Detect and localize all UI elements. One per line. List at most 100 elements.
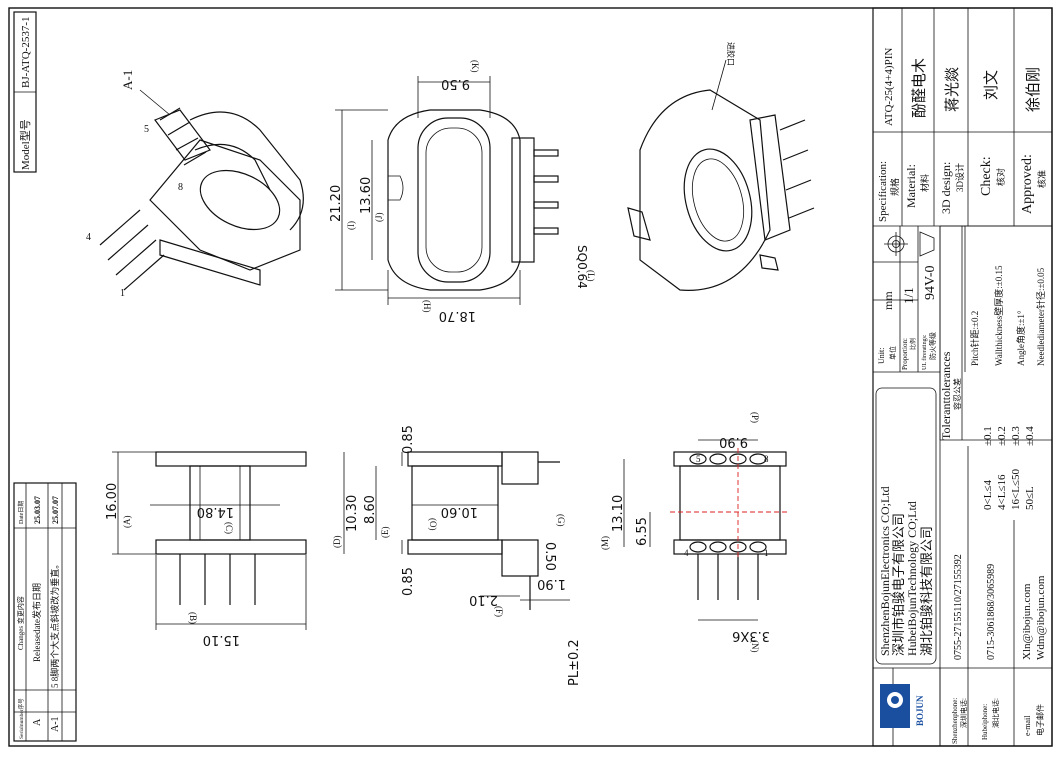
dim-085-top: 0.85 — [401, 425, 416, 454]
proportion-value: 1/1 — [901, 287, 916, 304]
bv-label-pin5: 5 — [696, 454, 701, 464]
changes-row2-date: 25.07.07 — [51, 496, 60, 524]
dim-pin-length: 1.90 — [537, 576, 566, 591]
label-pin8: 8 — [178, 182, 183, 193]
iso2-pins — [779, 119, 815, 219]
dim-f-tag: (F) — [494, 606, 504, 617]
sz-phone-label-en: Shenzhenphone: — [951, 698, 959, 744]
angle-tolerance: Angle角度:±1° — [1015, 310, 1026, 366]
hb-phone-label-en: Hubeiphone: — [981, 704, 989, 740]
tolerance-title-en: Toleranttolerances — [939, 351, 953, 440]
side-view-pins — [179, 554, 256, 605]
bv-label-pin1: 1 — [764, 548, 769, 558]
spec-label-en: Specification: — [877, 161, 889, 222]
wall-tolerance: Wallthickness壁厚度:±0.15 — [993, 265, 1004, 366]
changes-col-serial: Serialnumber序号 — [17, 698, 25, 739]
dim-a: 16.00 — [105, 483, 120, 520]
isometric-view: A-1 5 8 4 1 — [86, 70, 304, 299]
tol-value-4: ±0.4 — [1024, 426, 1036, 446]
changes-row2-content: 5 8脚两个大支点斜坡改为垂直。 — [49, 560, 60, 688]
dim-b: 15.10 — [203, 632, 240, 647]
dim-p: 9.90 — [719, 434, 748, 449]
dim-a-tag: (A) — [122, 516, 132, 529]
spec-label-cn: 规格 — [889, 178, 900, 196]
dim-l: SQ0.64 — [575, 245, 589, 289]
label-a1: A-1 — [120, 70, 135, 90]
ul-label-cn: 防火等级 — [928, 332, 937, 360]
check-label-cn: 核对 — [995, 168, 1006, 186]
company-cn-2: 湖北铂骏科技有限公司 — [919, 526, 934, 656]
tol-range-4: 50≤L — [1024, 486, 1036, 510]
dim-l-tag: (L) — [586, 270, 596, 282]
dim-o-tag: (O) — [428, 518, 438, 531]
bojun-logo: BOJUN — [880, 684, 925, 728]
dim-g-tag: (G) — [556, 514, 566, 527]
tol-range-3: 16<L≤50 — [1010, 469, 1022, 510]
top-view: 9.50 (K) 21.20 (I) 13.60 (J) 18.70 (H) S… — [329, 60, 596, 323]
sz-phone-label-cn: 深圳电话: — [959, 698, 968, 728]
spec-value: ATQ-25(4+4)PIN — [883, 48, 895, 126]
dim-h-tag: (H) — [422, 300, 432, 313]
isometric-view-2: 进胶口 — [627, 42, 815, 291]
dim-n: 3.3X6 — [732, 628, 770, 643]
check-value: 刘文 — [983, 70, 1000, 100]
proportion-label-en: Proportion: — [901, 338, 909, 370]
tol-range-1: 0<L≤4 — [982, 480, 994, 510]
bottom-view: 13.10 (M) 6.55 9.90 (P) 3.3X6 (N) 4 5 8 … — [600, 412, 790, 653]
changes-table: Serialnumber序号 Changes 变更内容 Date日期 A Rel… — [13, 482, 77, 742]
email-2: Wdm@ibojun.com — [1035, 575, 1047, 660]
projection-symbol — [884, 231, 935, 257]
pitch-tolerance: Pitch针距:±0.2 — [969, 311, 980, 366]
material-value: 酚醛电木 — [911, 58, 928, 118]
dim-k: 9.50 — [441, 76, 470, 91]
dim-g: 0.50 — [542, 542, 557, 571]
approved-label-en: Approved: — [1020, 154, 1035, 214]
ul-value: 94V-0 — [923, 266, 938, 301]
material-label-cn: 材料 — [919, 174, 930, 192]
label-gate: 进胶口 — [726, 42, 736, 66]
front-view: 0.85 0.85 10.30 (D) 8.60 (E) 10.60 (O) 0… — [332, 425, 582, 686]
tol-value-2: ±0.2 — [996, 426, 1008, 446]
changes-row1-date: 25.03.07 — [33, 496, 42, 524]
check-label-en: Check: — [979, 156, 994, 196]
changes-row2-serial: A-1 — [50, 716, 61, 732]
sz-phone: 0755-27155110/27155392 — [953, 554, 964, 660]
company-en-1: ShenzhenBojunElectronics CO;Ltd — [878, 486, 892, 656]
tol-range-2: 4<L≤16 — [996, 474, 1008, 510]
design-label-cn: 3D设计 — [954, 163, 965, 192]
iso-pins-bottom — [99, 209, 165, 291]
changes-row1-content: Releasedate发布日期 — [31, 583, 42, 662]
email-label-cn: 电子邮件 — [1035, 704, 1045, 736]
changes-col-date: Date日期 — [17, 501, 25, 524]
label-pin5: 5 — [144, 124, 149, 135]
tol-value-3: ±0.3 — [1010, 426, 1022, 446]
dim-i-tag: (I) — [346, 221, 356, 230]
dim-085-bottom: 0.85 — [401, 567, 416, 596]
dim-m2: 6.55 — [635, 517, 650, 546]
approved-value: 徐伯刚 — [1025, 67, 1042, 112]
bv-label-pin8: 8 — [764, 454, 769, 464]
unit-label-cn: 单位 — [888, 346, 897, 360]
dim-d: 10.30 — [345, 495, 360, 532]
model-value: BJ-ATQ-2537-1 — [20, 17, 32, 89]
title-block: Specification: 规格 ATQ-25(4+4)PIN Materia… — [872, 7, 1053, 747]
proportion-label-cn: 比例 — [909, 338, 917, 350]
dim-n-tag: (N) — [750, 640, 760, 653]
iso-pins-top — [159, 107, 207, 166]
dim-i: 21.20 — [329, 185, 344, 222]
material-label-en: Material: — [904, 164, 918, 208]
tol-value-1: ±0.1 — [982, 426, 994, 446]
unit-label-en: Unit: — [877, 348, 886, 364]
side-view: 16.00 (A) 14.80 (C) 15.10 (B) — [105, 451, 307, 647]
dim-k-tag: (K) — [470, 60, 480, 73]
changes-row1-serial: A — [32, 718, 43, 726]
tolerance-title-cn: 容忍公差 — [952, 378, 962, 410]
hb-phone: 0715-3061868/3065989 — [986, 564, 997, 660]
unit-value: mm — [881, 291, 895, 310]
logo-text: BOJUN — [915, 695, 925, 726]
company-cn-1: 深圳市铂骏电子有限公司 — [891, 513, 906, 656]
dim-m: 13.10 — [611, 495, 626, 532]
dim-e-tag: (E) — [380, 527, 390, 539]
dim-e: 8.60 — [363, 495, 378, 524]
